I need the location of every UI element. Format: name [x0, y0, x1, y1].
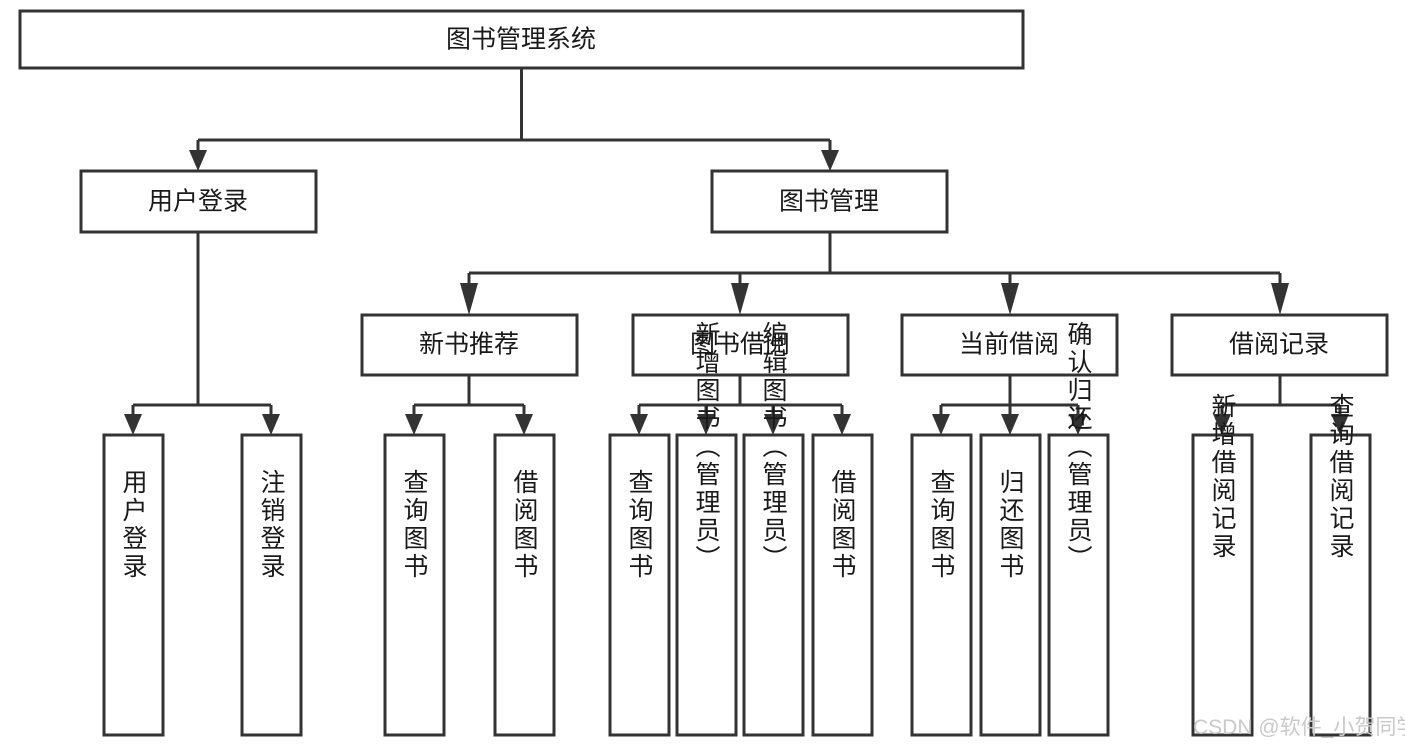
arrow-to-book-borrow: [731, 283, 749, 315]
node-borrow-record-label: 借阅记录: [1229, 331, 1329, 359]
watermark-label: CSDN @软件_小贺同学: [1193, 716, 1405, 739]
arrow-to-user-login: [189, 150, 207, 171]
node-borrow-record[interactable]: 借阅记录: [1170, 313, 1389, 377]
node-leaf-query-book-3[interactable]: 查询图书: [910, 433, 973, 737]
node-book-manage[interactable]: 图书管理: [710, 169, 949, 234]
node-leaf-edit-book[interactable]: 编辑图书（管理员）: [742, 321, 805, 737]
node-current-borrow[interactable]: 当前借阅: [900, 313, 1119, 377]
node-leaf-logout-label: 注销登录: [257, 469, 286, 581]
node-leaf-borrow-book-1-label: 借阅图书: [510, 469, 539, 581]
node-leaf-confirm-return-label: 确认归还（管理员）: [1064, 321, 1093, 573]
node-new-book-rec[interactable]: 新书推荐: [360, 313, 579, 377]
arrow-to-leaf-add-book: [697, 414, 715, 435]
node-root-label: 图书管理系统: [446, 26, 596, 54]
node-user-login-label: 用户登录: [148, 188, 248, 216]
node-book-borrow[interactable]: 图书借阅: [631, 313, 850, 377]
node-leaf-logout[interactable]: 注销登录: [240, 433, 303, 737]
arrow-to-leaf-query-book-2: [630, 414, 648, 435]
arrow-to-new-book-rec: [460, 283, 478, 315]
arrow-to-leaf-add-record: [1213, 414, 1231, 435]
node-leaf-user-login-label: 用户登录: [119, 469, 148, 581]
arrow-to-book-manage: [821, 150, 839, 171]
node-leaf-user-login[interactable]: 用户登录: [102, 433, 165, 737]
node-leaf-add-record-label: 新增借阅记录: [1208, 393, 1237, 561]
arrow-to-leaf-query-book-1: [405, 414, 423, 435]
node-book-borrow-label: 图书借阅: [690, 331, 790, 359]
node-leaf-add-record[interactable]: 新增借阅记录: [1191, 393, 1254, 737]
node-leaf-borrow-book-2-label: 借阅图书: [828, 469, 857, 581]
node-current-borrow-label: 当前借阅: [959, 331, 1059, 359]
arrow-to-leaf-borrow-book-2: [833, 414, 851, 435]
node-leaf-query-record[interactable]: 查询借阅记录: [1309, 393, 1372, 737]
node-leaf-return-book-label: 归还图书: [996, 469, 1025, 581]
node-leaf-confirm-return[interactable]: 确认归还（管理员）: [1047, 321, 1110, 737]
arrow-to-leaf-borrow-book-1: [515, 414, 533, 435]
node-leaf-query-book-2-label: 查询图书: [625, 469, 654, 581]
arrow-to-leaf-user-login: [124, 414, 142, 435]
node-user-login[interactable]: 用户登录: [79, 169, 318, 234]
node-leaf-return-book[interactable]: 归还图书: [979, 433, 1042, 737]
node-book-manage-label: 图书管理: [779, 188, 879, 216]
arrow-to-leaf-query-record: [1331, 414, 1349, 435]
arrow-to-leaf-edit-book: [764, 414, 782, 435]
arrow-to-current-borrow: [1001, 283, 1019, 315]
arrow-to-borrow-record: [1271, 283, 1289, 315]
node-leaf-add-book[interactable]: 新增图书（管理员）: [675, 321, 738, 737]
node-new-book-rec-label: 新书推荐: [419, 331, 519, 359]
arrow-to-leaf-query-book-3: [932, 414, 950, 435]
arrow-to-leaf-confirm-return: [1069, 414, 1087, 435]
node-root[interactable]: 图书管理系统: [18, 9, 1025, 70]
node-leaf-borrow-book-2[interactable]: 借阅图书: [811, 433, 874, 737]
edge-layer: [124, 68, 1349, 435]
node-leaf-borrow-book-1[interactable]: 借阅图书: [493, 433, 556, 737]
node-leaf-query-book-1-label: 查询图书: [400, 469, 429, 581]
node-leaf-query-book-3-label: 查询图书: [927, 469, 956, 581]
arrow-to-leaf-logout: [262, 414, 280, 435]
node-leaf-edit-book-label: 编辑图书（管理员）: [759, 321, 788, 573]
node-leaf-add-book-label: 新增图书（管理员）: [692, 321, 721, 573]
arrow-to-leaf-return-book: [1001, 414, 1019, 435]
node-layer: 图书管理系统 用户登录 图书管理 新书推荐 图书借阅 当前借阅 借阅记录: [18, 9, 1389, 737]
node-leaf-query-book-1[interactable]: 查询图书: [383, 433, 446, 737]
node-leaf-query-record-label: 查询借阅记录: [1326, 393, 1355, 561]
node-leaf-query-book-2[interactable]: 查询图书: [608, 433, 671, 737]
